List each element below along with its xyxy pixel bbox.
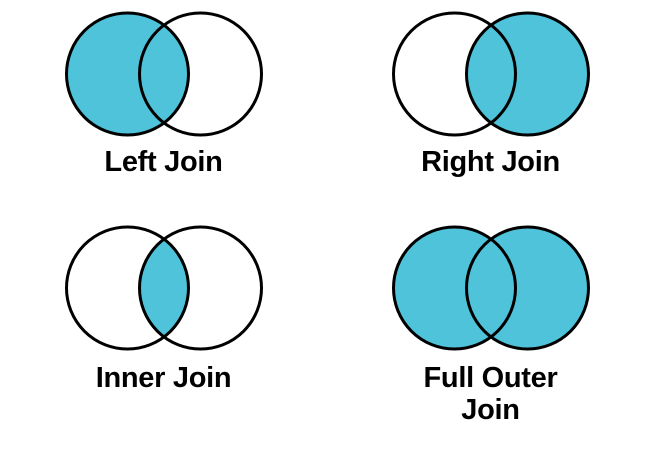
- venn-label-full-outer-join: Full Outer Join: [423, 362, 558, 427]
- venn-diagram-left-join: [64, 11, 263, 137]
- left-circle-outline: [391, 11, 517, 137]
- venn-cell-right-join: Right Join: [327, 0, 654, 216]
- venn-diagram-full-outer-join: [391, 225, 590, 351]
- right-circle-outline: [137, 11, 263, 137]
- left-circle-outline: [64, 225, 190, 351]
- venn-cell-full-outer-join: Full Outer Join: [327, 216, 654, 474]
- right-circle-fill: [466, 227, 588, 349]
- left-circle-outline: [64, 11, 190, 137]
- venn-label-left-join: Left Join: [104, 146, 223, 178]
- left-circle-outline: [391, 225, 517, 351]
- venn-cell-inner-join: Inner Join: [0, 216, 327, 474]
- venn-diagram-inner-join: [64, 225, 263, 351]
- right-circle-outline: [464, 11, 590, 137]
- intersection-fill: [466, 13, 515, 135]
- intersection-fill: [139, 227, 188, 349]
- right-circle-outline: [137, 225, 263, 351]
- intersection-fill: [139, 13, 188, 135]
- venn-label-inner-join: Inner Join: [95, 362, 232, 394]
- right-circle-outline: [464, 225, 590, 351]
- venn-label-right-join: Right Join: [421, 146, 560, 178]
- venn-cell-left-join: Left Join: [0, 0, 327, 216]
- venn-diagram-right-join: [391, 11, 590, 137]
